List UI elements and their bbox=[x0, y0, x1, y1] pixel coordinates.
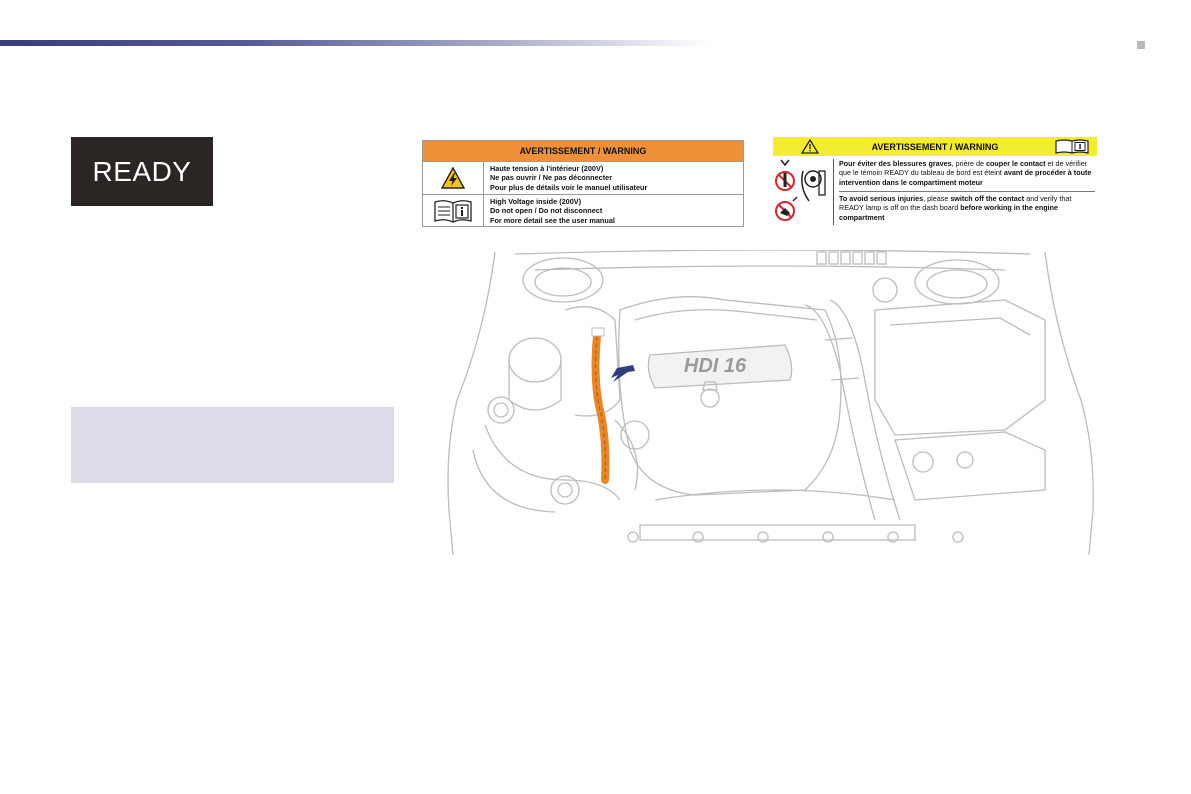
warning-label-2-title: AVERTISSEMENT / WARNING bbox=[871, 141, 999, 152]
warning-2-text-en: To avoid serious injuries, please switch… bbox=[839, 194, 1097, 222]
warning-en-line-1: High Voltage inside (200V) bbox=[490, 196, 582, 206]
manual-book-icon bbox=[423, 195, 484, 227]
engine-compartment-illustration: HDI 16 bbox=[447, 250, 1094, 555]
label-2-divider bbox=[833, 159, 834, 225]
warning-label-2-header: AVERTISSEMENT / WARNING bbox=[773, 137, 1097, 156]
fr-plain-2: et de vérifier que le témoin READY du ta… bbox=[839, 159, 1088, 178]
en-plain-1: , please bbox=[923, 194, 951, 203]
en-bold-3: before working in the engine compartment bbox=[839, 203, 1059, 222]
no-touch-icon bbox=[775, 159, 795, 191]
prohibition-icons bbox=[775, 159, 826, 221]
header-gradient-bar bbox=[0, 40, 710, 46]
warning-label-header: AVERTISSEMENT / WARNING bbox=[423, 141, 743, 162]
warning-text-fr: Haute tension à l'intérieur (200V) Ne pa… bbox=[484, 162, 647, 194]
note-box bbox=[71, 407, 394, 483]
en-bold-2: switch off the contact bbox=[950, 194, 1025, 203]
warning-row-en: High Voltage inside (200V) Do not open /… bbox=[423, 195, 743, 227]
label-2-separator bbox=[839, 191, 1095, 192]
warning-label-2-body: Pour éviter des blessures graves, prière… bbox=[773, 157, 1097, 227]
pointer-arrow-icon bbox=[611, 365, 635, 382]
high-voltage-icon bbox=[423, 162, 484, 194]
engine-compartment-warning-label: AVERTISSEMENT / WARNING bbox=[773, 137, 1097, 228]
fr-bold-1: Pour éviter des blessures graves bbox=[839, 159, 952, 168]
warning-en-line-2: Do not open / Do not disconnect bbox=[490, 206, 603, 216]
warning-row-fr: Haute tension à l'intérieur (200V) Ne pa… bbox=[423, 162, 743, 195]
vent-grille bbox=[816, 251, 887, 265]
warning-en-line-3: For more detail see the user manual bbox=[490, 215, 615, 225]
en-plain-2: and verify that READY lamp is off on the… bbox=[839, 194, 1072, 213]
en-bold-1: To avoid serious injuries bbox=[839, 194, 924, 203]
warning-2-text-fr: Pour éviter des blessures graves, prière… bbox=[839, 159, 1097, 187]
fr-bold-2: couper le contact bbox=[986, 159, 1046, 168]
fr-bold-3: avant de procéder à toute intervention d… bbox=[839, 168, 1092, 187]
warning-text-en: High Voltage inside (200V) Do not open /… bbox=[484, 195, 615, 227]
warning-fr-line-1: Haute tension à l'intérieur (200V) bbox=[490, 163, 604, 173]
warning-fr-line-3: Pour plus de détails voir le manuel util… bbox=[490, 182, 648, 192]
ignition-key-icon bbox=[801, 170, 826, 202]
ready-badge-text: READY bbox=[92, 155, 192, 187]
high-voltage-warning-label: AVERTISSEMENT / WARNING Haute tension à … bbox=[422, 140, 744, 227]
manual-book-icon bbox=[1055, 139, 1089, 154]
high-voltage-cable bbox=[591, 332, 610, 484]
engine-cover-text: HDI 16 bbox=[684, 355, 747, 377]
warning-triangle-icon bbox=[801, 139, 819, 154]
page-corner-mark bbox=[1137, 41, 1145, 49]
warning-fr-line-2: Ne pas ouvrir / Ne pas déconnecter bbox=[490, 173, 613, 183]
no-tools-icon bbox=[775, 196, 798, 221]
fr-plain-1: , prière de bbox=[951, 159, 987, 168]
ready-indicator-badge: READY bbox=[71, 137, 213, 206]
